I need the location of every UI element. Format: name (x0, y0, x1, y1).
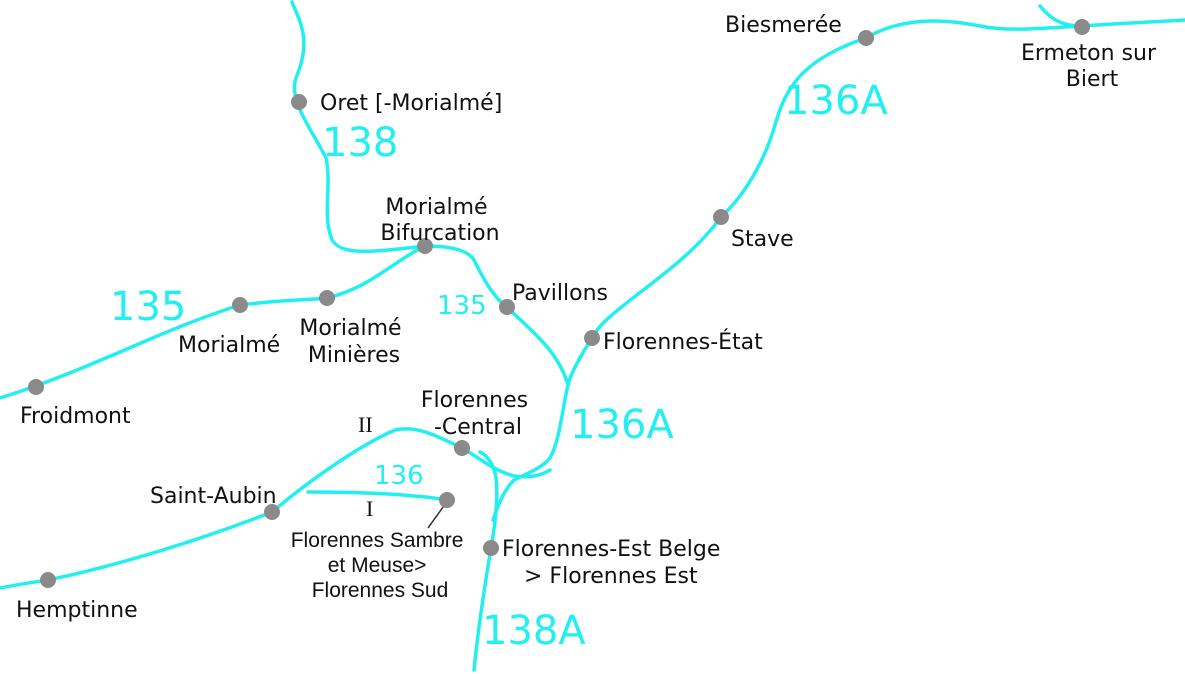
track-label-ii: II (358, 412, 373, 437)
station-stave-marker (713, 209, 729, 225)
station-florennes-etat-marker (584, 330, 600, 346)
line-label-135-branch: 135 (437, 291, 487, 321)
line-label-136: 136 (374, 461, 424, 491)
line-136a-south-track (491, 383, 570, 522)
station-morialme-bifurcation-marker (417, 238, 433, 254)
station-label-hemptinne: Hemptinne (16, 598, 138, 623)
station-label-ermeton: Ermeton sur Biert (1021, 41, 1163, 92)
station-florennes-est-marker (483, 540, 499, 556)
station-label-pavillons: Pavillons (512, 281, 608, 306)
track-label-i: I (366, 496, 373, 521)
station-label-florennes-etat: Florennes-État (603, 329, 763, 355)
line-label-136a-north: 136A (784, 78, 888, 124)
station-froidmont-marker (28, 379, 44, 395)
station-label-morialme-bifurcation: Morialmé Bifurcation (380, 195, 499, 246)
station-florennes-central-marker (454, 440, 470, 456)
line-135-track (0, 244, 427, 400)
line-label-135-west: 135 (110, 284, 186, 330)
station-label-florennes-sud: Florennes Sambre et Meuse> Florennes Sud (291, 529, 470, 602)
station-saint-aubin-marker (264, 504, 280, 520)
station-label-morialme-minieres: Morialmé Minières (299, 316, 408, 368)
line-label-138a: 138A (482, 608, 586, 654)
station-pavillons-marker (499, 299, 515, 315)
line-label-136a-south: 136A (570, 402, 674, 448)
station-label-biesmeree: Biesmerée (725, 13, 842, 38)
station-label-saint-aubin: Saint-Aubin (150, 484, 277, 509)
station-biesmeree-marker (858, 30, 874, 46)
station-hemptinne-marker (40, 572, 56, 588)
station-label-florennes-central: Florennes -Central (421, 388, 535, 440)
station-label-morialme: Morialmé (178, 333, 280, 358)
station-oret-marker (291, 94, 307, 110)
station-ermeton-marker (1074, 19, 1090, 35)
station-label-oret: Oret [-Morialmé] (320, 91, 502, 116)
station-label-florennes-est: Florennes-Est Belge > Florennes Est (502, 537, 727, 589)
station-label-froidmont: Froidmont (20, 404, 131, 429)
line-135-branch-track (423, 244, 570, 387)
florennes-sud-pointer (427, 502, 447, 529)
line-label-138: 138 (322, 120, 398, 166)
line-track-ii (0, 427, 552, 590)
station-florennes-sud-marker (439, 492, 455, 508)
station-label-stave: Stave (731, 227, 794, 252)
station-morialme-marker (232, 297, 248, 313)
station-morialme-minieres-marker (319, 290, 335, 306)
line-138-track (290, 0, 427, 254)
line-136-track (306, 490, 450, 502)
line-138a-track (472, 450, 499, 672)
